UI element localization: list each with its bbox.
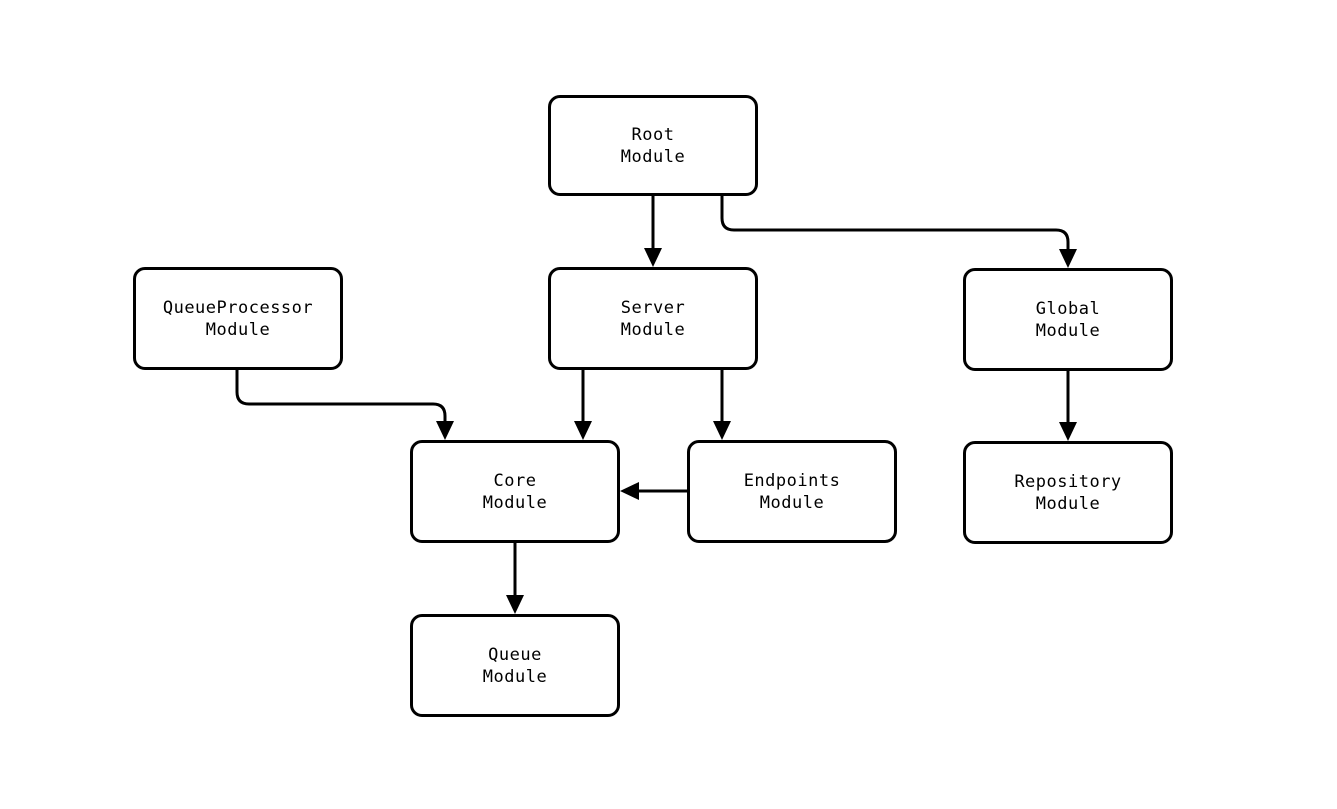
- node-label-secondary: Module: [205, 319, 271, 340]
- edge-root-to-server: [644, 196, 662, 267]
- node-label-primary: Repository: [1014, 471, 1122, 492]
- arrowhead-icon: [1059, 249, 1077, 268]
- node-label-primary: Server: [620, 297, 686, 318]
- node-label-secondary: Module: [759, 492, 825, 513]
- node-label-primary: Queue: [488, 644, 542, 665]
- arrowhead-icon: [574, 421, 592, 440]
- edge-endpoints-to-core: [620, 482, 687, 500]
- arrowhead-icon: [1059, 422, 1077, 441]
- node-label-primary: Endpoints: [743, 470, 841, 491]
- arrowhead-icon: [506, 595, 524, 614]
- node-label-primary: Global: [1035, 298, 1101, 319]
- node-label-secondary: Module: [620, 319, 686, 340]
- node-label-secondary: Module: [620, 146, 686, 167]
- arrowhead-icon: [620, 482, 639, 500]
- arrowhead-icon: [644, 248, 662, 267]
- node-label-secondary: Module: [482, 492, 548, 513]
- edge-core-to-queue: [506, 543, 524, 614]
- edge-queueprocessor-to-core: [235, 370, 454, 440]
- edge-global-to-repository: [1059, 371, 1077, 441]
- node-label-primary: QueueProcessor: [162, 297, 314, 318]
- edge-server-to-endpoints: [713, 370, 731, 440]
- node-label-secondary: Module: [482, 666, 548, 687]
- node-label-secondary: Module: [1035, 320, 1101, 341]
- node-label-primary: Root: [631, 124, 675, 145]
- node-label-primary: Core: [493, 470, 537, 491]
- edge-server-to-core: [574, 370, 592, 440]
- arrowhead-icon: [713, 421, 731, 440]
- node-label-secondary: Module: [1035, 493, 1101, 514]
- arrowhead-icon: [436, 421, 454, 440]
- edge-root-to-global: [720, 196, 1077, 268]
- edge-line: [235, 370, 447, 421]
- edge-line: [720, 196, 1070, 249]
